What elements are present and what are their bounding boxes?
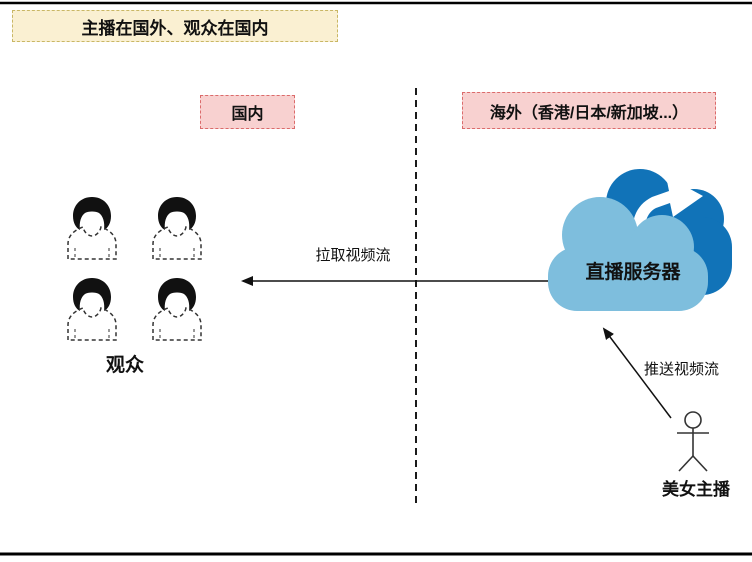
viewer-person-icon [67,197,117,260]
stick-figure-icon [677,411,709,472]
region-label-overseas: 海外（香港/日本/新加坡...） [462,92,716,129]
push-stream-arrow [602,327,672,419]
sync-arrow-icon [632,176,703,252]
viewers-label: 观众 [105,355,144,376]
cloud-front-shape [548,197,708,311]
pull-arrow-label: 拉取视频流 [315,247,391,264]
server-label: 直播服务器 [585,260,681,283]
push-arrow-label: 推送视频流 [644,361,720,378]
viewers-group [63,195,206,342]
viewer-person-icon [67,278,117,341]
viewer-person-icon [152,197,202,260]
broadcaster-label: 美女主播 [662,480,730,499]
viewer-person-icon [152,278,202,341]
server-cloud-icon: 直播服务器 [548,169,732,311]
title-banner: 主播在国外、观众在国内 [12,10,338,42]
region-label-domestic: 国内 [200,95,295,129]
